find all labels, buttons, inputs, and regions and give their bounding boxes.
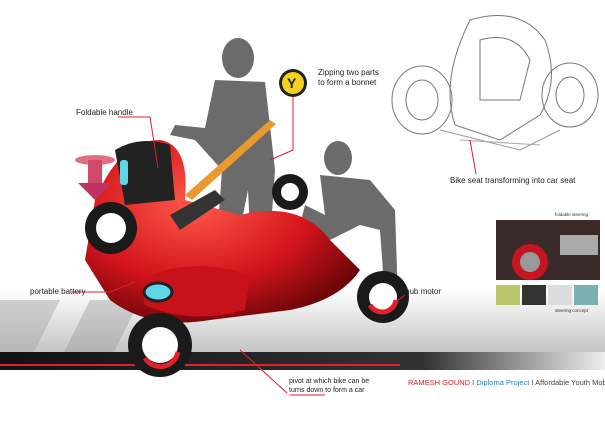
callout-portable-battery: portable battery bbox=[30, 287, 86, 296]
callout-pivot-line2: turns down to form a car bbox=[289, 387, 365, 394]
seat-sketch bbox=[391, 15, 599, 151]
footer-project: Diploma Project bbox=[476, 378, 530, 387]
footer-separator: I bbox=[470, 378, 477, 387]
callout-bike-seat: Bike seat transforming into car seat bbox=[450, 176, 576, 185]
callout-foldable-handle: Foldable handle bbox=[76, 108, 133, 117]
steering-panel-images bbox=[496, 220, 600, 305]
footer-author: RAMESH GOUND bbox=[408, 378, 471, 387]
zip-y-icon bbox=[279, 69, 307, 97]
callout-hub-motor: hub motor bbox=[405, 287, 442, 296]
callout-leader-lines bbox=[72, 97, 477, 396]
steering-top-caption: foldable steering bbox=[555, 212, 589, 217]
callout-zipping-line1: Zipping two parts bbox=[318, 68, 379, 77]
steering-bottom-caption: steering concept bbox=[555, 308, 589, 313]
footer-title: I Affordable Youth Mobility I bbox=[531, 378, 605, 387]
footer-credits: RAMESH GOUND I Diploma Project I Afforda… bbox=[408, 378, 605, 387]
zip-y-letter: Y bbox=[287, 75, 297, 91]
callout-pivot-line1: pivot at which bike can be bbox=[289, 378, 370, 385]
person-silhouettes bbox=[170, 38, 398, 300]
rotate-arrow-icon bbox=[75, 155, 115, 200]
vehicle-rendering bbox=[85, 120, 409, 377]
callout-zipping-line2: to form a bonnet bbox=[318, 78, 377, 87]
